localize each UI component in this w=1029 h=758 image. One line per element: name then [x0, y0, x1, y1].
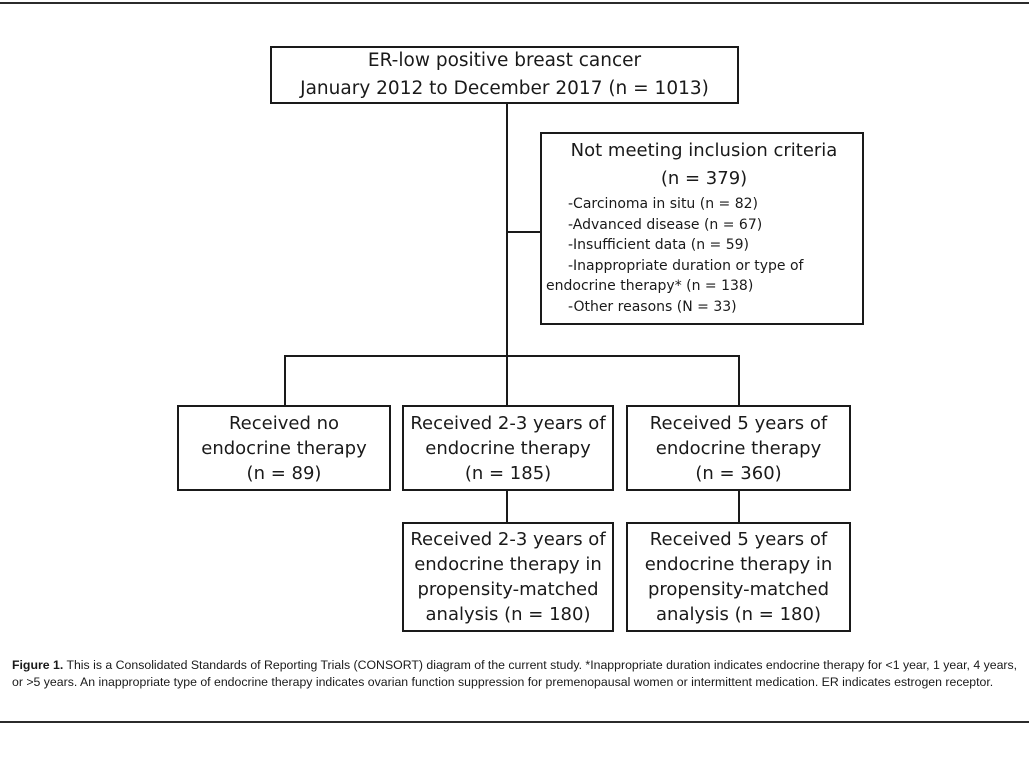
bottom-rule	[0, 721, 1029, 723]
matched-box-2-3-years: Received 2-3 years of endocrine therapy …	[402, 522, 614, 632]
exclusion-item: -Advanced disease (n = 67)	[568, 216, 763, 233]
matched-line: endocrine therapy in	[644, 554, 833, 575]
caption-text: This is a Consolidated Standards of Repo…	[12, 658, 1018, 689]
matched-line: analysis (n = 180)	[425, 604, 591, 625]
figure-caption: Figure 1. This is a Consolidated Standar…	[12, 657, 1022, 691]
group-line: Received 5 years of	[649, 412, 828, 434]
matched-line: propensity-matched	[647, 579, 830, 600]
caption-label: Figure 1.	[12, 658, 64, 672]
group-box-2-3-years: Received 2-3 years of endocrine therapy …	[402, 405, 614, 491]
exclusion-item: -Other reasons (N = 33)	[568, 298, 737, 315]
cohort-box: ER-low positive breast cancer January 20…	[270, 46, 739, 104]
connector-main-vertical	[506, 103, 508, 357]
group-line: (n = 89)	[246, 462, 322, 484]
matched-line: endocrine therapy in	[414, 554, 602, 575]
exclusion-item: endocrine therapy* (n = 138)	[546, 278, 754, 294]
exclusion-heading: Not meeting inclusion criteria	[570, 140, 838, 161]
cohort-line: ER-low positive breast cancer	[367, 50, 642, 71]
connector-exclusion-horizontal	[506, 231, 540, 233]
exclusion-item: -Inappropriate duration or type of	[568, 257, 804, 274]
group-line: (n = 185)	[464, 462, 552, 484]
connector-right-to-matched	[738, 490, 740, 523]
connector-branch-right	[738, 355, 740, 405]
matched-box-5-years: Received 5 years of endocrine therapy in…	[626, 522, 851, 632]
group-line: endocrine therapy	[425, 437, 591, 459]
connector-branch-left	[284, 355, 286, 405]
matched-line: Received 5 years of	[649, 529, 828, 550]
group-line: (n = 360)	[695, 462, 782, 484]
group-line: Received no	[228, 412, 340, 434]
group-box-5-years: Received 5 years of endocrine therapy (n…	[626, 405, 851, 491]
group-line: Received 2-3 years of	[410, 412, 606, 434]
matched-line: analysis (n = 180)	[656, 604, 821, 625]
connector-branch-middle	[506, 355, 508, 405]
exclusion-item: -Insufficient data (n = 59)	[568, 237, 749, 253]
connector-middle-to-matched	[506, 490, 508, 523]
group-line: endocrine therapy	[201, 437, 367, 459]
connector-branch-horizontal	[284, 355, 740, 357]
matched-line: Received 2-3 years of	[410, 529, 606, 550]
cohort-line: January 2012 to December 2017 (n = 1013)	[300, 78, 709, 99]
group-line: endocrine therapy	[655, 437, 822, 459]
exclusion-item: -Carcinoma in situ (n = 82)	[568, 196, 758, 212]
top-rule	[0, 2, 1029, 4]
matched-line: propensity-matched	[417, 579, 599, 600]
exclusion-box: Not meeting inclusion criteria (n = 379)…	[540, 132, 864, 325]
exclusion-count: (n = 379)	[660, 168, 748, 189]
group-box-no-therapy: Received no endocrine therapy (n = 89)	[177, 405, 391, 491]
